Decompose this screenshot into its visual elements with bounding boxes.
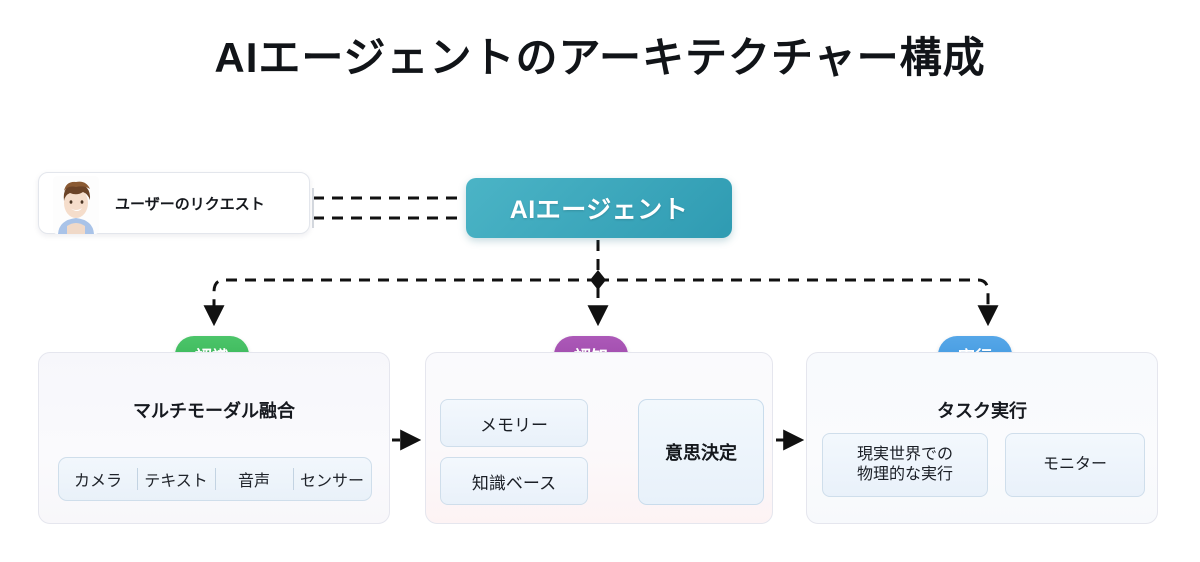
panel-perception[interactable]: マルチモーダル融合 カメラ テキスト 音声 センサー [38, 352, 390, 524]
wire-agent-branch [203, 240, 999, 327]
cognition-memory-box[interactable]: メモリー [440, 399, 588, 447]
modality-chip-sensor[interactable]: センサー [293, 467, 371, 491]
modality-chip-text[interactable]: テキスト [137, 467, 215, 491]
panel-execution[interactable]: タスク実行 現実世界での 物理的な実行 モニター [806, 352, 1158, 524]
modality-chip-camera[interactable]: カメラ [73, 473, 122, 490]
execution-card-monitor[interactable]: モニター [1005, 433, 1145, 497]
cognition-knowledge-box[interactable]: 知識ベース [440, 457, 588, 505]
branch-hub-node [590, 270, 606, 290]
page-title: AIエージェントのアーキテクチャー構成 [214, 34, 986, 81]
wire-user-to-agent [313, 196, 462, 220]
execution-heading: タスク実行 [937, 401, 1027, 421]
modality-chip-audio[interactable]: 音声 [215, 467, 293, 491]
execution-card-physical[interactable]: 現実世界での 物理的な実行 [822, 433, 988, 497]
modality-chip-bar: カメラ テキスト 音声 センサー [58, 457, 372, 501]
cognition-decision-box[interactable]: 意思決定 [638, 399, 764, 505]
execution-card-physical-line2: 物理的な実行 [856, 466, 953, 483]
perception-heading: マルチモーダル融合 [133, 401, 295, 421]
execution-card-physical-line1: 現実世界での [856, 446, 953, 463]
user-request-card[interactable]: ユーザーのリクエスト [38, 172, 310, 234]
user-request-label: ユーザーのリクエスト [115, 195, 265, 213]
ai-agent-label: AIエージェント [509, 196, 689, 224]
user-avatar-icon [53, 176, 99, 234]
panel-cognition[interactable]: メモリー 知識ベース 意思決定 [425, 352, 773, 524]
ai-agent-node[interactable]: AIエージェント [466, 178, 732, 238]
